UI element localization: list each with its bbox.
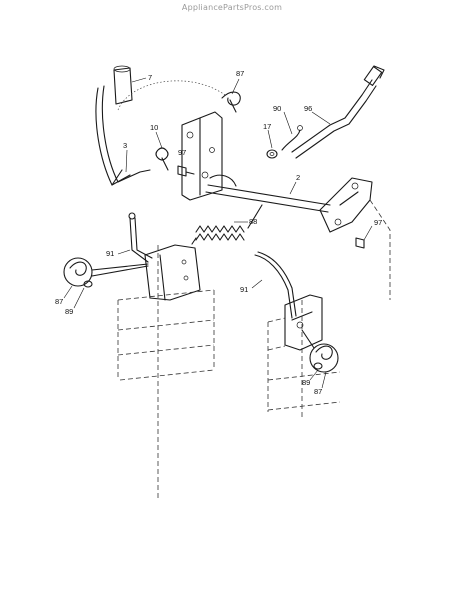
part-label-97-left: 97 xyxy=(178,148,186,157)
bolt-97-right xyxy=(355,237,365,249)
left-deck-bracket xyxy=(144,244,201,500)
part-label-87-left: 87 xyxy=(55,297,63,306)
part-label-97-right: 97 xyxy=(374,218,382,227)
main-spring-88 xyxy=(191,204,263,245)
bolt-97-left xyxy=(177,165,195,177)
part-label-17: 17 xyxy=(263,122,271,131)
right-guide-line xyxy=(369,199,391,300)
lever-sweep-arc xyxy=(117,80,226,111)
leader-lines xyxy=(63,77,373,389)
center-bracket xyxy=(181,111,223,201)
part-label-10: 10 xyxy=(150,123,158,132)
right-deck-bracket xyxy=(284,294,323,420)
small-spring-10 xyxy=(155,147,169,171)
clip-detail-right xyxy=(301,329,339,373)
part-label-87-right: 87 xyxy=(314,387,322,396)
left-deck-outline xyxy=(117,289,215,381)
part-label-3: 3 xyxy=(123,141,127,150)
part-label-7: 7 xyxy=(148,73,152,82)
part-label-87-top: 87 xyxy=(236,69,244,78)
link-rod-91-right xyxy=(254,251,297,319)
clip-90 xyxy=(281,125,303,151)
part-label-91-left: 91 xyxy=(106,249,114,258)
part-label-91-right: 91 xyxy=(240,285,248,294)
watermark-text: AppliancePartsPros.com xyxy=(181,3,283,12)
link-rod-91-left xyxy=(128,212,153,263)
hairpin-clip-87-top xyxy=(221,91,241,113)
part-label-88: 88 xyxy=(249,217,257,226)
part-label-89-right: 89 xyxy=(302,378,310,387)
handle-grip xyxy=(113,65,133,105)
washer-17 xyxy=(266,149,278,159)
cross-shaft-2 xyxy=(205,174,331,213)
part-label-90: 90 xyxy=(273,104,281,113)
right-deck-outline xyxy=(267,317,341,412)
clip-detail-left xyxy=(63,257,149,288)
lift-lever xyxy=(95,85,151,186)
part-label-96: 96 xyxy=(304,104,312,113)
part-label-89-left: 89 xyxy=(65,307,73,316)
part-label-2: 2 xyxy=(296,173,300,182)
rod-96 xyxy=(291,65,385,159)
